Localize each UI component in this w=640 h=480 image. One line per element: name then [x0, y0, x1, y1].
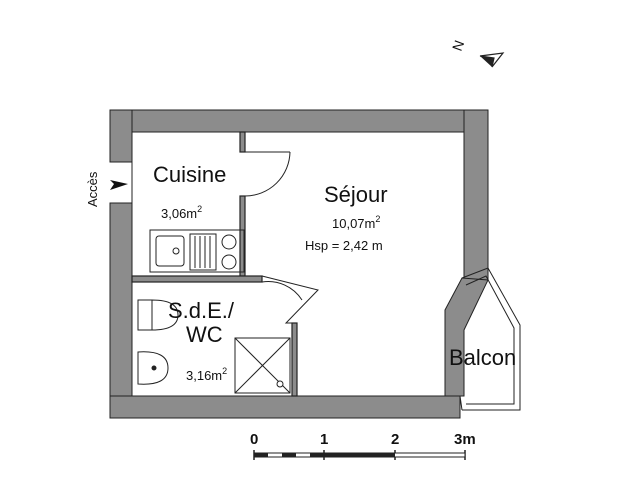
wall-right-upper: [463, 109, 489, 281]
sink-icon: [155, 235, 185, 267]
partition-bath-right: [291, 322, 298, 397]
washbasin-icon: [137, 351, 169, 385]
wall-bottom: [109, 395, 461, 419]
sde-name-line2: WC: [186, 322, 223, 347]
access-arrow-icon: [110, 180, 128, 190]
wall-left-lower: [109, 202, 133, 419]
north-arrow-fill: [480, 56, 494, 67]
sejour-area: 10,07m2: [332, 214, 380, 231]
partition-kitchen-bath: [131, 275, 263, 283]
sejour-height: Hsp = 2,42 m: [305, 238, 383, 253]
wall-right-lower: [444, 277, 489, 397]
wall-top: [109, 109, 489, 133]
access-label: Accès: [85, 171, 100, 207]
cuisine-name: Cuisine: [153, 162, 226, 187]
scale-bar: 0 1 2 3m: [250, 431, 476, 460]
kitchen-door[interactable]: [244, 151, 291, 197]
kitchen-counter: [149, 229, 245, 273]
wall-left-upper: [109, 109, 133, 163]
shower-tray-icon: [234, 337, 291, 394]
sde-name-line1: S.d.E./: [168, 298, 235, 323]
north-label: N: [449, 38, 467, 53]
balcon-name: Balcon: [449, 345, 516, 370]
scale-label-2: 2: [391, 431, 399, 448]
cuisine-area: 3,06m2: [161, 204, 202, 221]
toilet-tank-icon: [137, 299, 153, 331]
scale-label-1: 1: [320, 431, 328, 448]
counter: [149, 229, 245, 273]
partitions: [131, 131, 298, 397]
sde-area: 3,16m2: [186, 366, 227, 383]
partition-kitchen-upper: [239, 131, 246, 153]
north-indicator: N: [449, 38, 505, 68]
sejour-name: Séjour: [324, 182, 388, 207]
hob-icon: [221, 234, 237, 250]
balcony: [459, 267, 521, 411]
toilet-bowl-icon: [151, 299, 179, 331]
walls: [109, 109, 489, 419]
scale-label-3m: 3m: [454, 431, 476, 448]
entrance-door[interactable]: [110, 161, 133, 204]
bathroom-fixtures: [137, 299, 291, 394]
bathroom-door[interactable]: [261, 275, 319, 324]
scale-label-0: 0: [250, 431, 258, 448]
grill-icon: [189, 233, 217, 271]
